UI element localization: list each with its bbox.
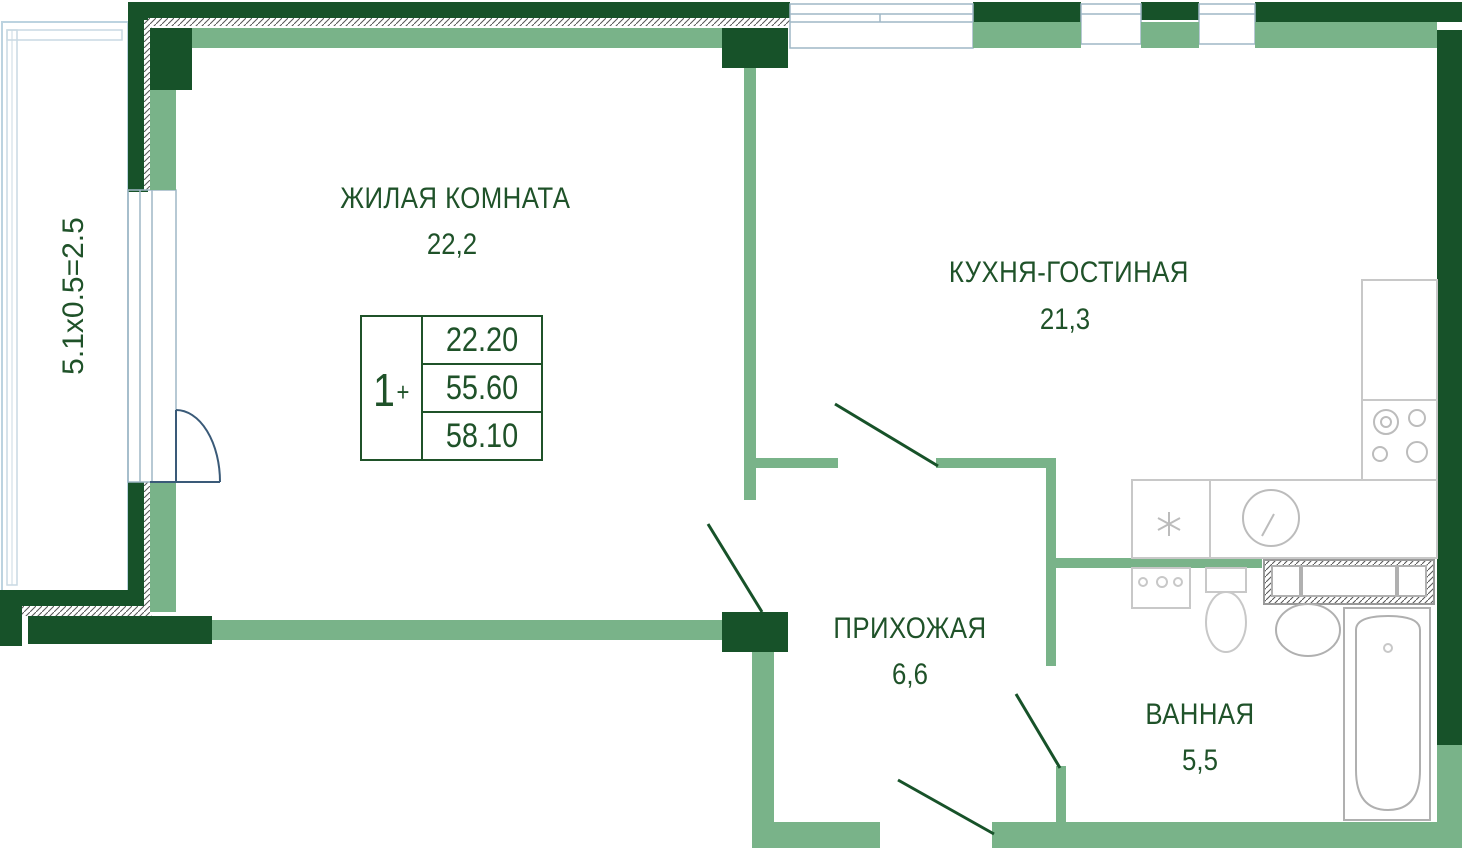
exterior-walls — [22, 2, 1462, 745]
living-room-name: ЖИЛАЯ КОМНАТА — [340, 182, 571, 215]
bathroom-area: 5,5 — [1182, 744, 1218, 777]
washing-machine-icon — [1242, 489, 1300, 547]
area-summary-table: 1 + 22.20 55.60 58.10 — [360, 315, 543, 461]
bathroom-name: ВАННАЯ — [1145, 698, 1255, 731]
total-with-balcony-value: 58.10 — [445, 417, 519, 455]
sink-icon — [1263, 559, 1435, 821]
balcony-dimensions: 5.1х0.5=2.5 — [57, 217, 90, 375]
bathtub-icon — [1383, 643, 1393, 653]
hallway-name: ПРИХОЖАЯ — [833, 612, 987, 645]
kitchen-living-area: 21,3 — [1039, 303, 1091, 336]
total-area-value: 55.60 — [445, 369, 519, 407]
rooms-suffix: + — [396, 377, 410, 407]
bath-fixtures — [1131, 567, 1191, 609]
hallway-area: 6,6 — [892, 658, 928, 691]
kitchen-living-name: КУХНЯ-ГОСТИНАЯ — [948, 256, 1189, 289]
doors — [150, 402, 1062, 836]
stove-icon — [1372, 409, 1428, 463]
summary-grid — [360, 315, 543, 461]
toilet-icon — [1205, 567, 1247, 653]
living-area-value: 22.20 — [445, 321, 519, 359]
rooms-count: 1 — [373, 364, 395, 416]
windows — [127, 3, 1256, 483]
kitchen-counter — [1131, 279, 1438, 559]
snowflake-icon — [1157, 512, 1181, 536]
balcony — [0, 21, 130, 646]
interior-walls — [150, 22, 1462, 848]
living-room-area: 22,2 — [426, 228, 478, 261]
